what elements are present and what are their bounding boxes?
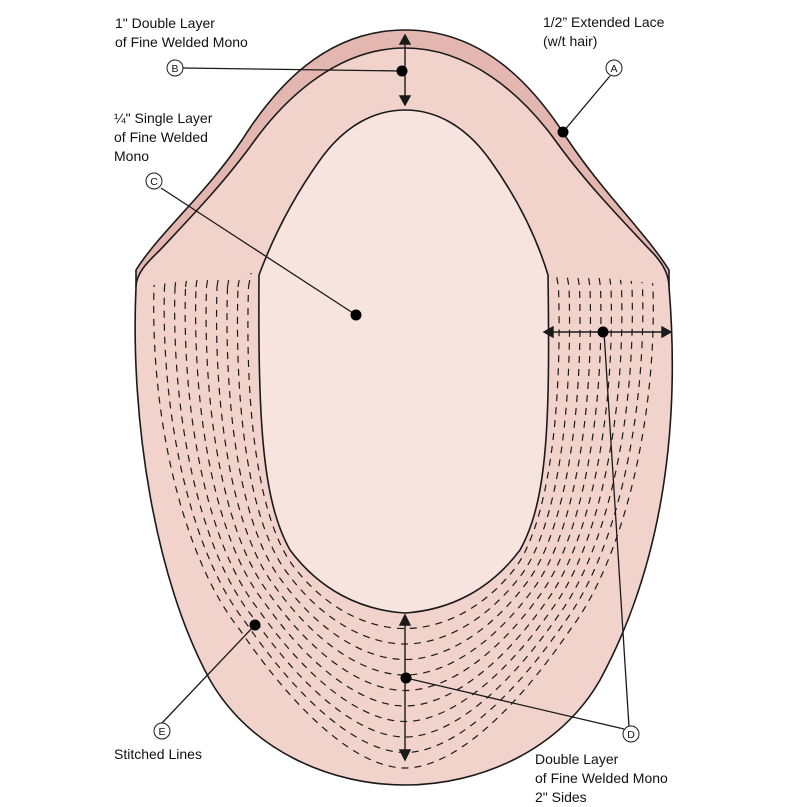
marker-e-text: E	[158, 726, 165, 738]
pointer-dot-d-bottom	[400, 672, 412, 684]
label-e-line-1: Stitched Lines	[114, 746, 202, 762]
label-b-line-2: of Fine Welded Mono	[115, 34, 248, 50]
marker-d: D	[622, 725, 640, 743]
label-b-double-layer: 1" Double Layer of Fine Welded Mono	[115, 14, 248, 52]
label-b-line-1: 1" Double Layer	[115, 15, 215, 31]
label-d-line-1: Double Layer	[535, 751, 619, 767]
marker-a-text: A	[610, 63, 617, 75]
marker-a: A	[605, 59, 623, 77]
label-c-single-layer: ¼" Single Layer of Fine Welded Mono	[114, 109, 212, 166]
leader-line-e	[161, 624, 256, 724]
marker-e: E	[153, 722, 171, 740]
label-c-line-3: Mono	[114, 148, 150, 164]
label-d-line-3: 2" Sides	[535, 789, 587, 805]
single-mono-area	[258, 109, 550, 614]
label-e-stitched-lines: Stitched Lines	[114, 745, 202, 764]
stitch-line	[153, 100, 654, 769]
marker-b: B	[166, 59, 184, 77]
marker-c-text: C	[150, 176, 158, 188]
stitch-line	[215, 100, 592, 676]
stitch-line	[163, 100, 644, 754]
pointer-dot-e	[249, 619, 261, 631]
stitched-lines	[153, 100, 654, 769]
stitch-line	[174, 100, 633, 738]
label-c-line-2: of Fine Welded	[114, 129, 208, 145]
marker-d-text: D	[627, 729, 635, 741]
leader-line-c	[160, 187, 357, 316]
label-c-line-1: ¼" Single Layer	[114, 110, 213, 126]
label-a-extended-lace: 1/2” Extended Lace (w/t hair)	[543, 13, 664, 51]
leader-line-d2	[405, 677, 625, 730]
bottom-dimension-arrow	[398, 613, 412, 762]
stitch-line	[226, 100, 581, 661]
leader-line-b	[182, 67, 403, 72]
stitch-line	[195, 100, 612, 707]
label-d-line-2: of Fine Welded Mono	[535, 770, 668, 786]
label-d-double-layer-sides: Double Layer of Fine Welded Mono 2" Side…	[535, 750, 668, 807]
leader-line-a	[562, 75, 611, 133]
pointer-dot-b	[396, 65, 408, 77]
stitch-line	[236, 100, 571, 645]
label-a-line-1: 1/2” Extended Lace	[543, 14, 665, 30]
marker-b-text: B	[171, 63, 178, 75]
pointer-dot-d-side	[597, 326, 609, 338]
label-a-line-2: (w/t hair)	[543, 33, 598, 49]
pointer-dot-c	[350, 309, 362, 321]
stitch-line	[205, 100, 602, 692]
marker-c: C	[145, 172, 163, 190]
pointer-dot-a	[557, 126, 569, 138]
stitch-line	[184, 100, 623, 723]
leader-line-d1	[603, 331, 630, 728]
